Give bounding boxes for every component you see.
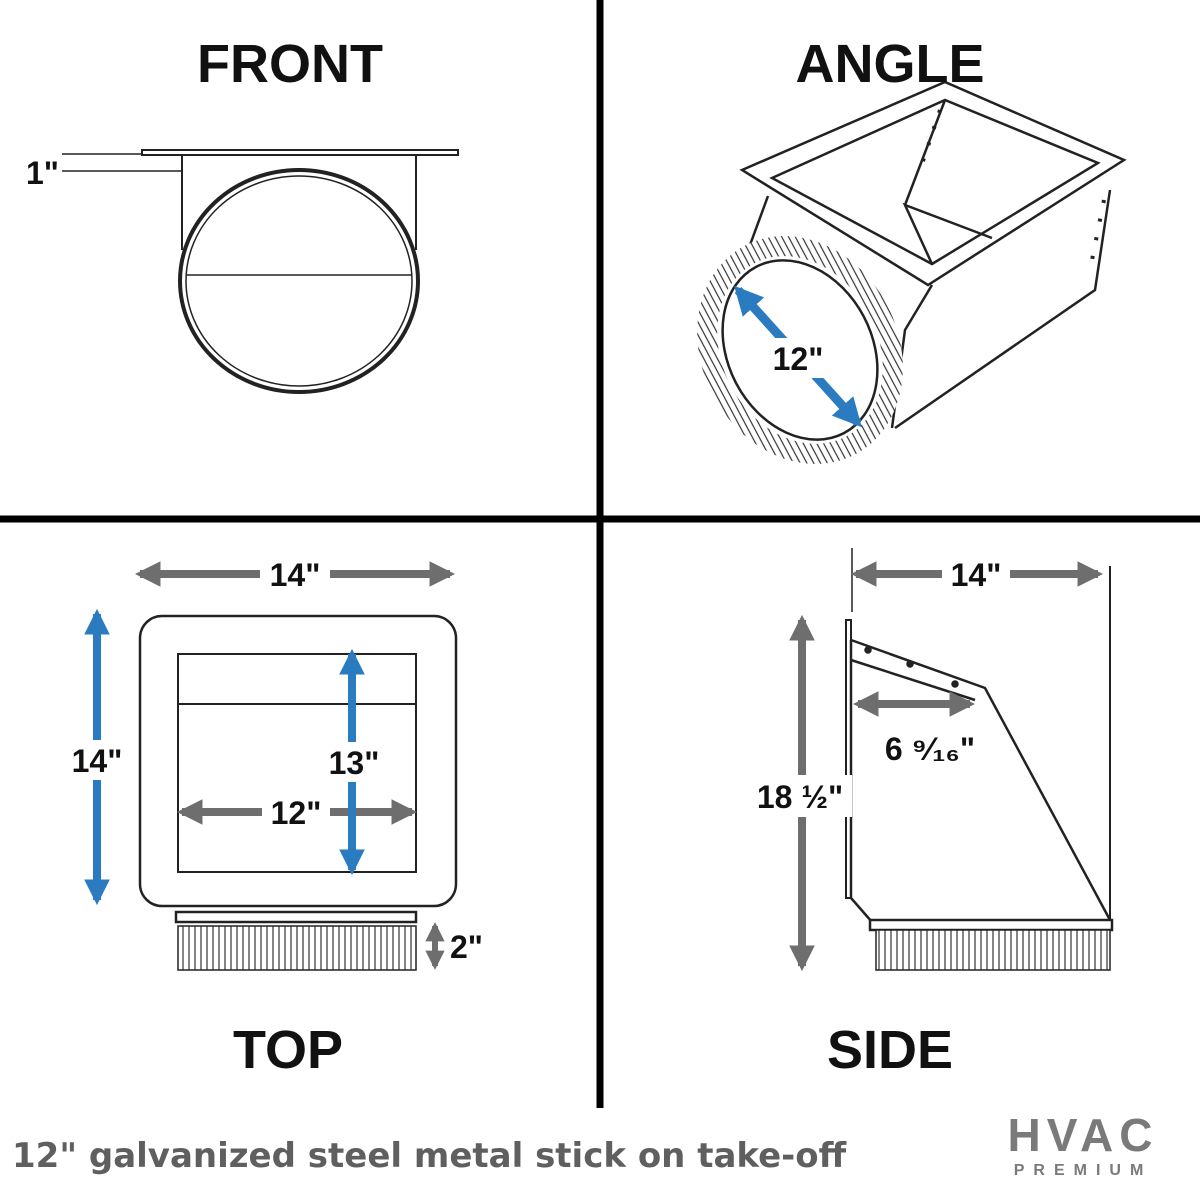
top-title: TOP	[233, 1020, 343, 1080]
front-drawing	[62, 149, 459, 394]
front-title: FRONT	[197, 34, 383, 94]
side-height-backdrop	[748, 775, 852, 817]
logo-main-text: HVAC	[1007, 1109, 1159, 1161]
side-height-label: 18 ½"	[757, 779, 843, 815]
angle-view: 12" ANGLE	[697, 34, 1127, 464]
angle-diameter-label: 12"	[773, 341, 824, 377]
angle-title: ANGLE	[796, 34, 985, 94]
side-offset-label: 6 ⁹⁄₁₆"	[885, 731, 975, 767]
top-drawing	[138, 614, 458, 971]
top-width-backdrop	[260, 555, 330, 595]
hvac-premium-logo: HVAC PREMIUM	[988, 1112, 1178, 1182]
side-drawing	[845, 548, 1114, 971]
front-flange-label: 1"	[26, 155, 59, 191]
top-collar-label: 2"	[450, 929, 483, 965]
top-width-label: 14"	[270, 557, 321, 593]
top-inner-width-backdrop	[262, 794, 330, 832]
angle-drawing	[697, 80, 1127, 464]
side-width-backdrop	[942, 555, 1010, 595]
side-view: 14" 18 ½" 6 ⁹⁄₁₆" SIDE	[748, 548, 1114, 1080]
angle-label-backdrop	[762, 338, 834, 378]
top-inner-width-label: 12"	[271, 795, 322, 831]
front-view: FRONT 1"	[26, 34, 459, 394]
side-width-label: 14"	[951, 557, 1002, 593]
top-height-backdrop	[62, 740, 134, 780]
quadrant-dividers	[0, 0, 1200, 1108]
top-inner-height-label: 13"	[329, 745, 380, 781]
top-inner-height-backdrop	[320, 742, 386, 782]
product-caption: 12" galvanized steel metal stick on take…	[12, 1136, 847, 1176]
side-title: SIDE	[827, 1020, 953, 1080]
logo-sub-text: PREMIUM	[1013, 1162, 1153, 1179]
top-view: 14" 14" 13" 12" 2" TOP	[62, 555, 483, 1080]
top-height-label: 14"	[72, 743, 123, 779]
